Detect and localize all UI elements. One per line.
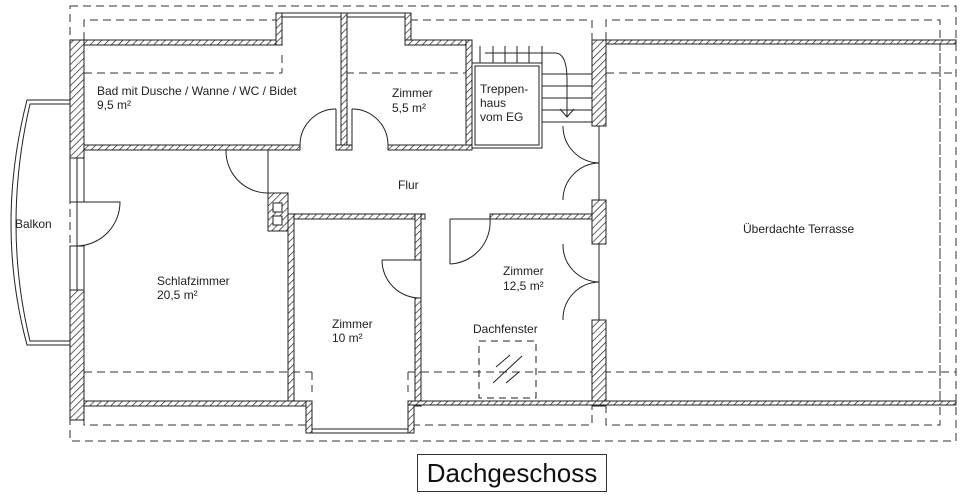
chimney-flues: [272, 202, 283, 226]
balcony: [10, 99, 70, 346]
room-labels: Bad mit Dusche / Wanne / WC / Bidet 9,5 …: [15, 82, 854, 345]
label-zimmer-12-area: 12,5 m²: [503, 279, 544, 293]
label-dachfenster: Dachfenster: [473, 322, 538, 336]
label-zimmer-small-area: 5,5 m²: [392, 101, 426, 115]
plan-title: Dachgeschoss: [417, 454, 607, 492]
walls: [69, 12, 957, 434]
label-flur: Flur: [398, 178, 419, 192]
label-balkon: Balkon: [15, 217, 52, 231]
label-zimmer-10-name: Zimmer: [332, 317, 373, 331]
label-bad-name: Bad mit Dusche / Wanne / WC / Bidet: [97, 84, 297, 98]
label-schlafzimmer-area: 20,5 m²: [157, 288, 198, 302]
label-terrasse: Überdachte Terrasse: [743, 222, 854, 236]
label-schlafzimmer-name: Schlafzimmer: [157, 274, 230, 288]
label-treppenhaus-3: vom EG: [480, 110, 523, 124]
staircase: [471, 46, 592, 149]
label-zimmer-small-name: Zimmer: [392, 86, 433, 100]
skylight: [478, 340, 537, 399]
label-bad-area: 9,5 m²: [97, 98, 131, 112]
label-treppenhaus-2: haus: [480, 96, 506, 110]
roof-outline: [69, 5, 957, 442]
label-treppenhaus-1: Treppen-: [480, 82, 528, 96]
doors: [76, 108, 600, 321]
label-zimmer-12-name: Zimmer: [503, 264, 544, 278]
windows: [69, 12, 956, 434]
label-zimmer-10-area: 10 m²: [332, 331, 363, 345]
